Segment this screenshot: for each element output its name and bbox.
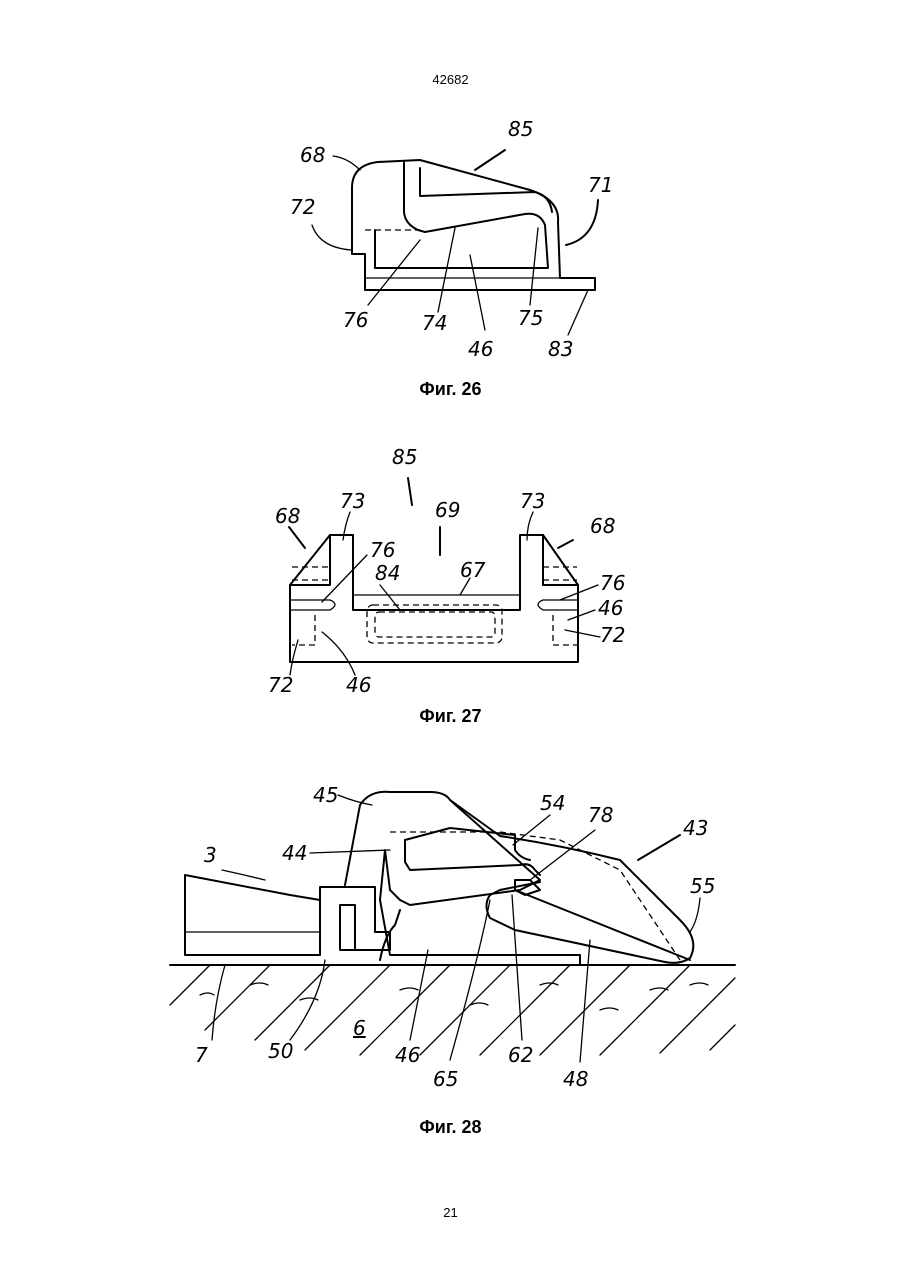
fig28-label-6: 6 bbox=[353, 1016, 366, 1040]
fig28-label-44: 44 bbox=[282, 841, 307, 865]
fig28-leader-7 bbox=[212, 965, 225, 1040]
fig28-leader-55 bbox=[690, 898, 700, 932]
fig28-leader-3 bbox=[222, 870, 265, 880]
fig28-label-78: 78 bbox=[588, 803, 613, 827]
fig28-label-62: 62 bbox=[508, 1043, 533, 1067]
fig28-label-65: 65 bbox=[433, 1067, 458, 1091]
fig28-label-55: 55 bbox=[690, 874, 715, 898]
fig28-dashed-profile bbox=[390, 832, 680, 960]
fig28-leader-65 bbox=[450, 900, 490, 1060]
fig28-main-body bbox=[345, 792, 580, 965]
fig28-leader-48 bbox=[580, 940, 590, 1062]
fig28-arm bbox=[450, 800, 693, 963]
fig28-label-46: 46 bbox=[395, 1043, 420, 1067]
fig28-label-43: 43 bbox=[683, 816, 708, 840]
fig28-inner-detail bbox=[405, 840, 540, 875]
fig28-label-54: 54 bbox=[540, 791, 565, 815]
fig28-label-45: 45 bbox=[313, 783, 338, 807]
fig28-ground-hatching bbox=[170, 965, 735, 1055]
fig28-leader-46 bbox=[410, 950, 428, 1040]
fig28-arrow-43 bbox=[638, 835, 680, 860]
fig28-label-7: 7 bbox=[195, 1043, 208, 1067]
figure-28-caption: Фиг. 28 bbox=[0, 1117, 901, 1138]
fig28-leader-44 bbox=[310, 850, 390, 853]
fig28-label-50: 50 bbox=[268, 1039, 293, 1063]
fig28-label-48: 48 bbox=[563, 1067, 588, 1091]
page-number: 21 bbox=[0, 1205, 901, 1220]
fig28-floorboard bbox=[185, 875, 320, 955]
fig28-label-3: 3 bbox=[204, 843, 217, 867]
